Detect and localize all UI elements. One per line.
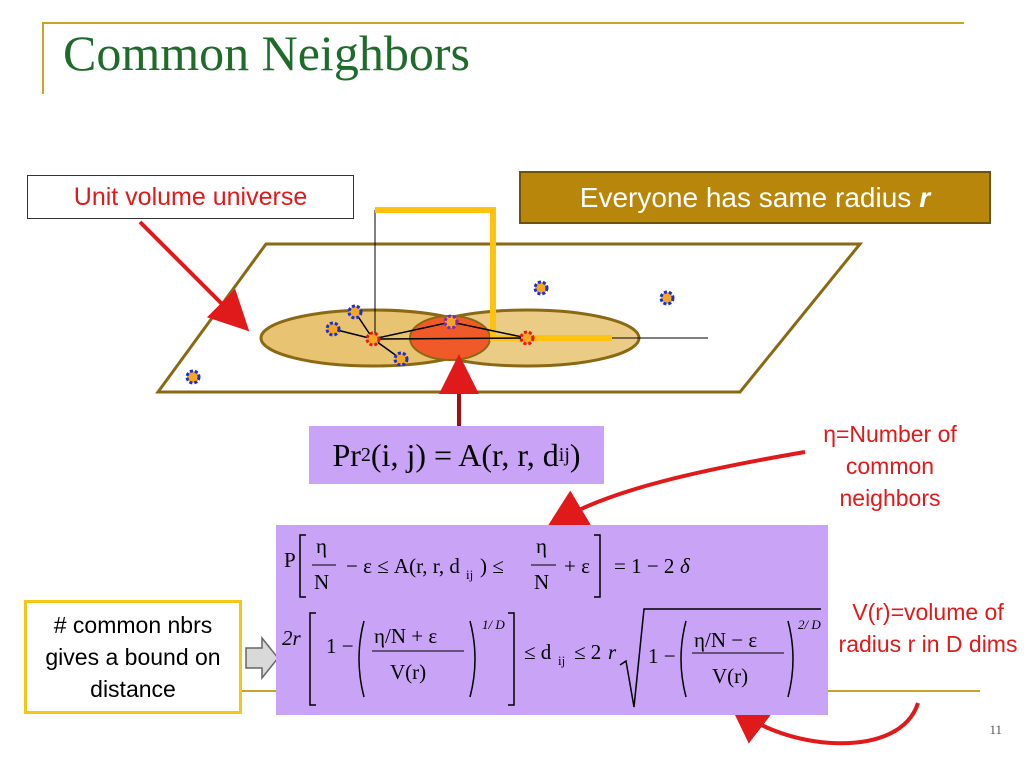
node-stars — [185, 280, 675, 385]
svg-text:≤ 2: ≤ 2 — [574, 640, 601, 664]
page-number: 11 — [989, 722, 1002, 737]
title-frame-left — [42, 22, 44, 94]
svg-text:r: r — [608, 640, 617, 664]
vr-note: V(r)=volume of radius r in D dims — [838, 599, 1018, 657]
pr2-sub: 2 — [360, 443, 371, 466]
title-frame-top — [42, 22, 964, 24]
svg-text:P: P — [284, 548, 296, 572]
radius-label: Everyone has same radius r — [519, 171, 991, 224]
svg-text:V(r): V(r) — [712, 664, 748, 688]
radius-text: Everyone has same radius — [579, 181, 912, 213]
arrow-to-plane — [138, 220, 250, 332]
svg-text:= 1 − 2: = 1 − 2 — [614, 554, 674, 578]
svg-text:2/ D: 2/ D — [798, 617, 821, 632]
svg-text:) ≤: ) ≤ — [480, 554, 504, 578]
svg-text:δ: δ — [680, 554, 691, 578]
svg-text:η/N + ε: η/N + ε — [374, 624, 437, 648]
pr2-args: (i, j) = A(r, r, d — [370, 436, 559, 473]
svg-text:2r: 2r — [282, 626, 302, 650]
arrow-vr — [729, 702, 920, 746]
svg-text:1/ D: 1/ D — [482, 617, 505, 632]
block-arrow — [245, 635, 279, 681]
svg-text:η/N − ε: η/N − ε — [694, 628, 757, 652]
unit-volume-label: Unit volume universe — [27, 175, 354, 219]
pr2-close: ) — [569, 436, 581, 473]
svg-text:V(r): V(r) — [390, 660, 426, 684]
svg-text:η: η — [316, 534, 327, 558]
svg-text:N: N — [314, 570, 329, 594]
pr2-sub2: ij — [558, 443, 570, 466]
common-nbrs-note: # common nbrs gives a bound on distance — [24, 600, 242, 714]
nbrs-connector — [242, 690, 276, 692]
svg-text:ij: ij — [466, 567, 473, 582]
svg-text:1 −: 1 − — [326, 634, 354, 658]
radius-bracket — [375, 207, 612, 341]
svg-text:N: N — [534, 570, 549, 594]
svg-text:ij: ij — [558, 653, 565, 668]
slide-title: Common Neighbors — [63, 25, 470, 81]
svg-text:≤ d: ≤ d — [524, 640, 552, 664]
svg-text:1 −: 1 − — [648, 644, 676, 668]
svg-text:+ ε: + ε — [564, 554, 590, 578]
pr2-lhs: Pr — [332, 436, 361, 473]
svg-text:η: η — [536, 534, 547, 558]
arrow-eta — [546, 450, 806, 529]
eta-note: η=Number of common neighbors — [823, 421, 957, 511]
radius-symbol: r — [919, 181, 931, 213]
svg-text:− ε ≤ A(r, r, d: − ε ≤ A(r, r, d — [346, 554, 460, 578]
vr-underline — [828, 690, 980, 692]
